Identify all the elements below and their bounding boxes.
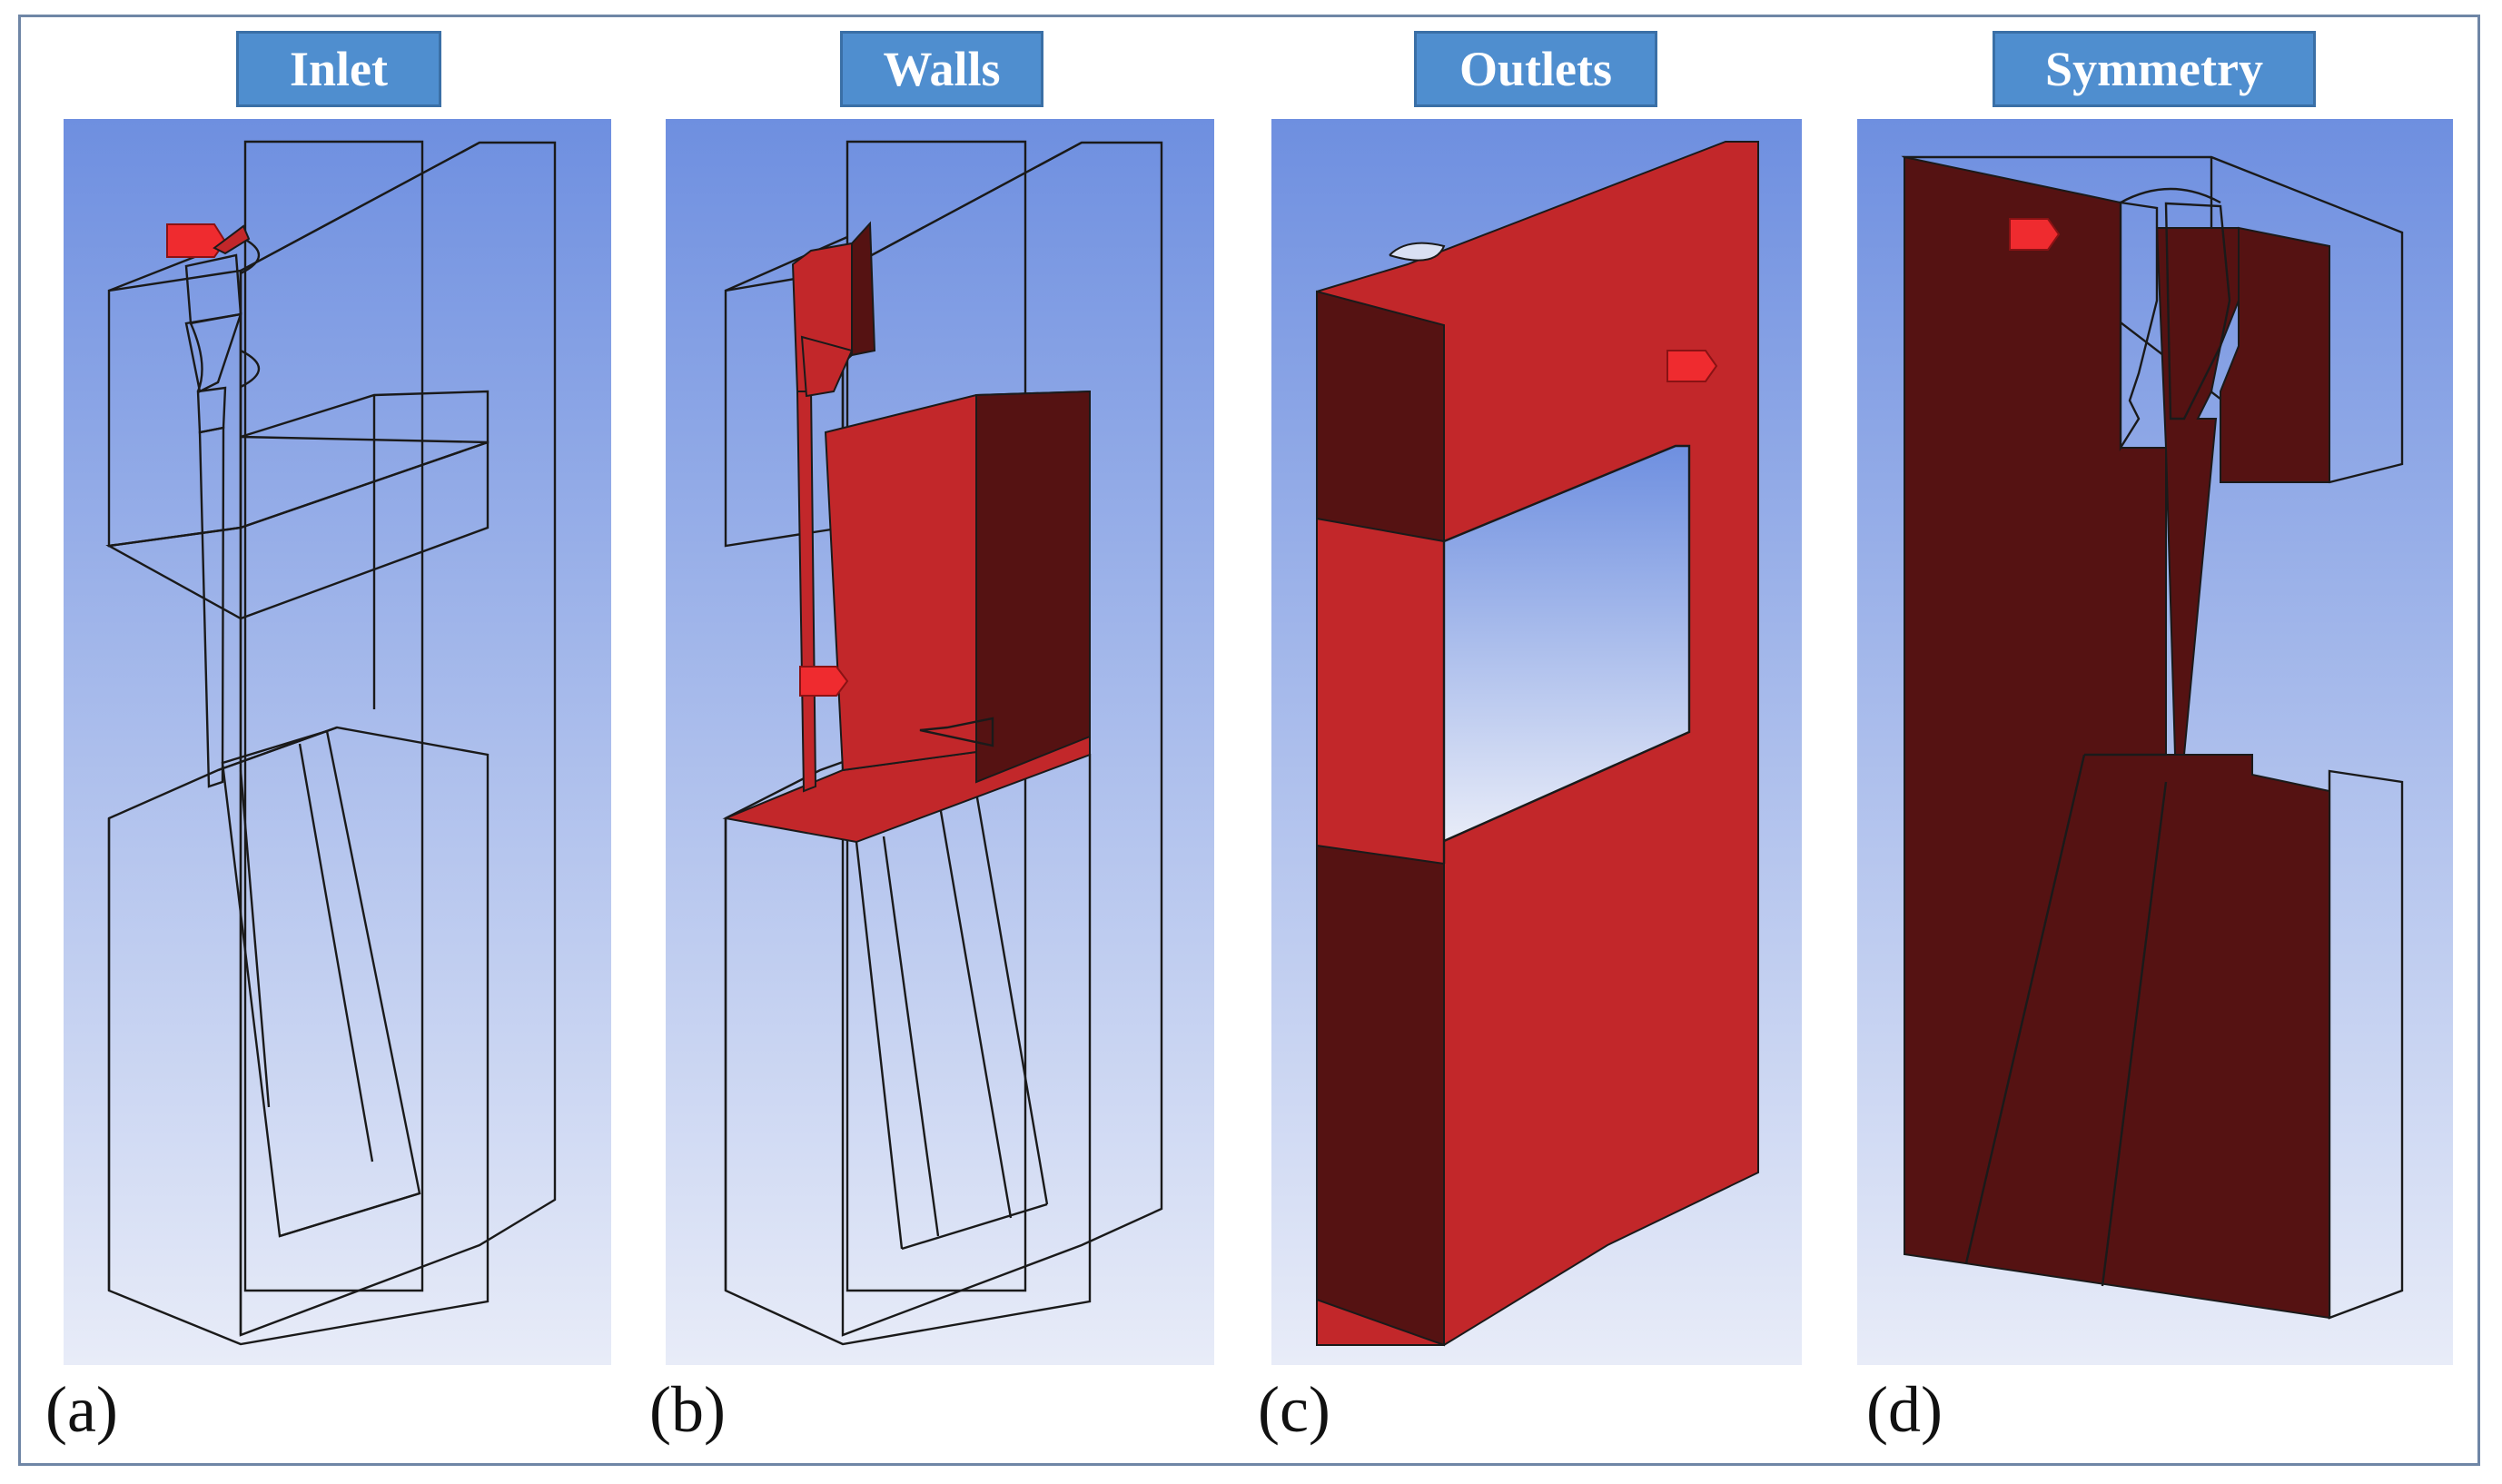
symmetry-marker-icon [2009,218,2061,251]
inlet-highlight [166,223,251,258]
domain-wireframe [105,140,557,1346]
outlets-highlight [1316,141,1759,1347]
panel-d-title: Symmetry [1993,31,2316,107]
inlet-marker-icon [166,223,227,258]
outlets-marker-icon [1666,350,1718,382]
panel-c-title: Outlets [1414,31,1657,107]
panel-a-label: (a) [45,1373,118,1446]
symmetry-highlight [1904,155,2330,1320]
walls-highlight [722,221,1091,844]
panel-b-title: Walls [840,31,1043,107]
panel-c-label: (c) [1258,1373,1330,1446]
panel-c-outlets-view [1271,119,1802,1365]
panel-b-walls-view [666,119,1214,1365]
walls-marker-icon [799,666,849,697]
panel-a-inlet-view [64,119,611,1365]
viewport-background [64,119,611,1365]
panel-d-label: (d) [1866,1373,1943,1446]
panel-b-label: (b) [649,1373,726,1446]
figure-frame [18,15,2480,1466]
panel-a-title: Inlet [236,31,441,107]
panel-d-symmetry-view [1857,119,2453,1365]
